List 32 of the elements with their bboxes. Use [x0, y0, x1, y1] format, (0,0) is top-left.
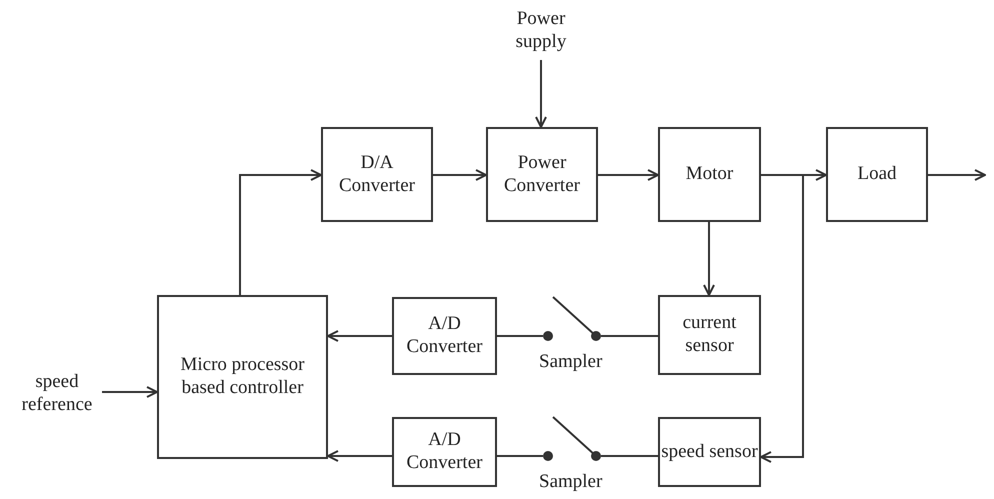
arrow [327, 450, 392, 462]
arrow [703, 222, 715, 296]
sampler-label: Sampler [539, 351, 602, 373]
block-label: Power Converter [503, 152, 581, 198]
converter-box [392, 297, 497, 375]
block-label: current sensor [682, 312, 738, 358]
sensor-box [658, 417, 761, 487]
converter-box [392, 417, 497, 487]
arrow [928, 169, 986, 181]
motor-box [658, 127, 761, 222]
block-label: speed sensor [661, 440, 758, 464]
block-label: Micro processor based controller [180, 354, 306, 400]
arrow [598, 169, 659, 181]
sampler-label: Sampler [539, 471, 602, 493]
controller-box [157, 295, 328, 459]
block-label: D/A Converter [338, 152, 416, 198]
converter-box [486, 127, 598, 222]
arrow [102, 386, 158, 398]
load-box [826, 127, 928, 222]
arrow [327, 330, 392, 342]
arrow [760, 174, 804, 463]
block-label: A/D Converter [406, 313, 484, 359]
block-label: Motor [686, 163, 734, 186]
sensor-box [658, 295, 761, 375]
input-label: Power supply [514, 8, 568, 54]
converter-box [321, 127, 433, 222]
block-label: A/D Converter [406, 429, 484, 475]
block-label: Load [857, 163, 897, 186]
arrow [433, 169, 487, 181]
arrow [535, 60, 547, 128]
input-label: speed reference [20, 371, 94, 417]
arrow [239, 169, 322, 295]
